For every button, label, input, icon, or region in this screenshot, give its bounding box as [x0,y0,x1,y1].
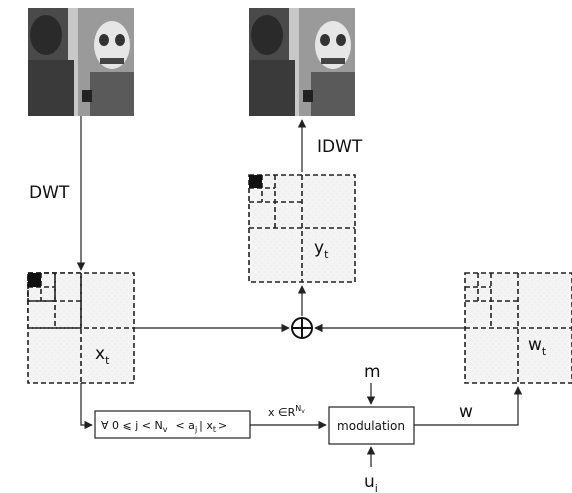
modulation-box [328,406,415,445]
watermarked-image [249,8,355,116]
modulation-label: modulation [337,419,405,433]
y-label: yt [314,238,329,261]
x-to-constraint-arrow [80,383,93,430]
constraint-label: ∀ 0 ⩽ j < Nv< aj| xt> [101,419,227,434]
space-label: x ∈RNv [268,404,305,419]
m-label: m [364,362,381,382]
idwt-label: IDWT [317,137,363,157]
w-output-label: w [459,402,473,422]
source-image [28,8,134,116]
approximation-band-y [249,175,262,188]
x-label: xt [95,344,110,367]
u-label: ui [364,472,378,493]
dwt-label: DWT [29,183,70,203]
wavelet-decomposition-x [27,272,135,384]
approximation-band-x [28,273,41,287]
wavelet-decomposition-y [248,174,356,283]
adder-icon [291,317,313,339]
w-label: wt [528,335,547,358]
modulation-to-w-arrow [414,386,523,426]
wavelet-decomposition-w [464,272,572,384]
